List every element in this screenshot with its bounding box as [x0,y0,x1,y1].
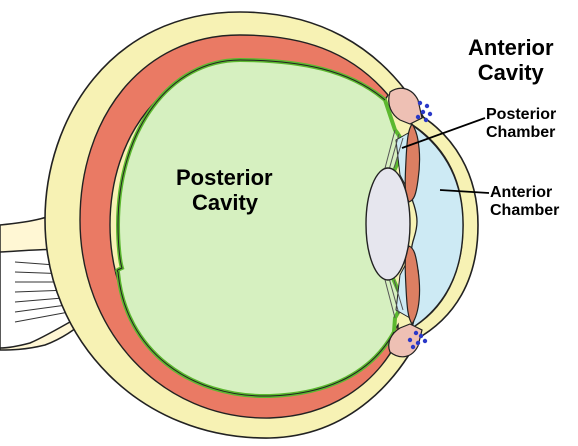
anterior-chamber-leader-line [439,189,490,194]
suspensory-ligaments [383,129,404,319]
anterior-chamber-label: Anterior Chamber [490,184,559,220]
anterior-cavity-label-line2: Cavity [477,59,544,85]
anterior-cavity-label: Anterior Cavity [468,35,554,85]
anterior-cavity-label-line1: Anterior [468,35,554,60]
drainage-dots-lower [407,330,428,350]
posterior-chamber-label-line2: Chamber [486,123,556,141]
posterior-cavity-label-line1: Posterior [176,165,273,190]
posterior-cavity-region [115,57,405,399]
posterior-chamber-label-line1: Posterior [486,106,557,123]
posterior-cavity-label: Posterior Cavity [176,165,273,215]
ciliary-body-upper [388,87,423,125]
retina-outline [116,59,395,397]
posterior-chamber-leader-line [401,117,486,149]
anterior-chamber-label-line1: Anterior [490,184,553,201]
anterior-chamber-label-line2: Chamber [490,201,560,219]
posterior-chamber-label: Posterior Chamber [486,106,556,142]
lens [365,167,411,281]
posterior-cavity-label-line2: Cavity [192,189,259,215]
drainage-dots-upper [415,100,433,123]
